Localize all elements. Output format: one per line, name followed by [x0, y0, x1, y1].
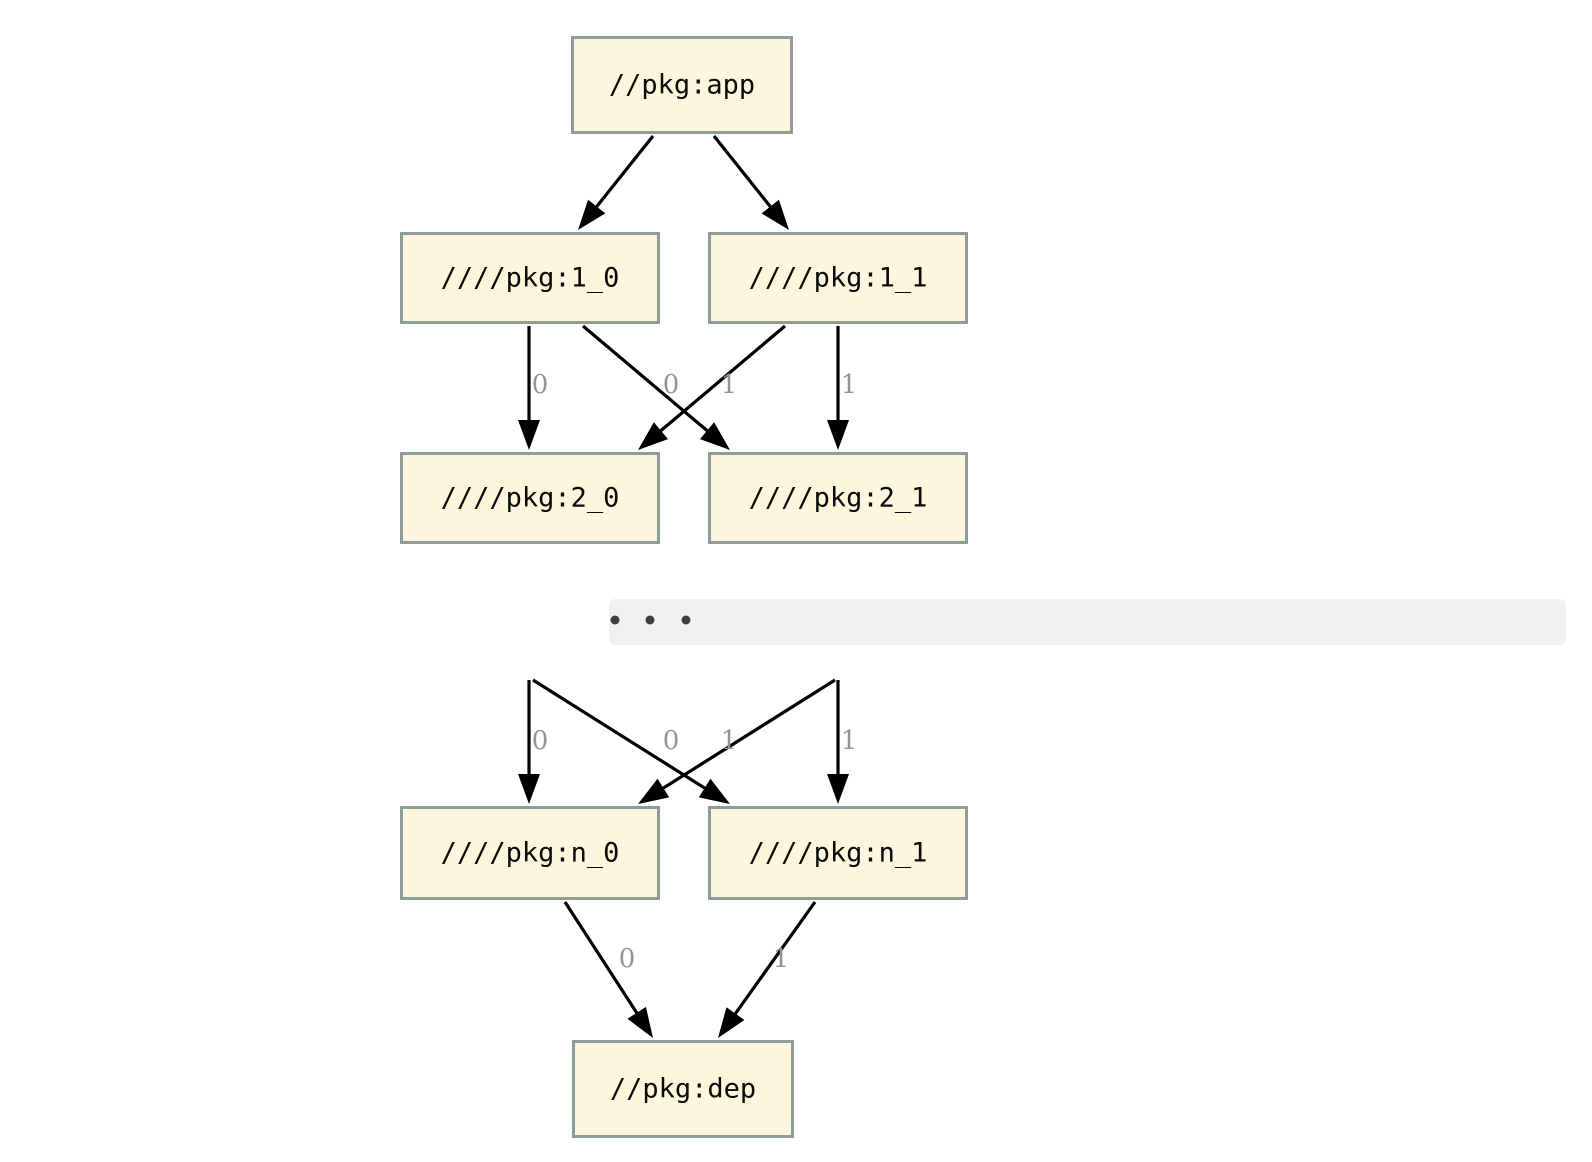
edge-label-1_1-2_1: 1: [841, 370, 858, 400]
node-label: ////pkg:2_0: [441, 483, 620, 514]
edge-arrowhead: [761, 199, 789, 230]
nodes-layer: //pkg:app ////pkg:1_0 ////pkg:1_1 ////pkg:2…: [400, 36, 968, 1138]
node-box[interactable]: [400, 806, 660, 900]
edge-arrowhead: [627, 1006, 653, 1038]
edge-nm1_1-n_0: 1: [638, 678, 836, 804]
edge-line: [730, 901, 817, 1020]
edge-line: [657, 678, 836, 793]
node-label: ////pkg:n_1: [749, 838, 928, 869]
edge-line: [532, 678, 711, 793]
node-box[interactable]: [708, 452, 968, 544]
edge-1_1-2_0: 1: [638, 324, 787, 450]
edge-line: [563, 901, 642, 1019]
edge-n_1-dep: 1: [718, 901, 817, 1038]
edge-arrowhead: [638, 778, 670, 804]
edge-arrowhead: [699, 422, 730, 450]
edge-1_1-2_1: 1: [827, 326, 857, 450]
edge-arrowhead: [718, 1007, 745, 1038]
edge-label-n_1-dep: 1: [773, 944, 790, 974]
edge-label-1_1-2_0: 1: [721, 370, 738, 400]
edge-label-nm1_1-n_0: 1: [721, 726, 738, 756]
edges-layer: 0 0 1 1 0 0 1 1 0 1: [518, 135, 857, 1038]
edge-nm1_1-n_1: 1: [827, 680, 857, 804]
node-n1_0[interactable]: ////pkg:1_0: [400, 232, 660, 324]
edge-nm1_0-n_1: 0: [532, 678, 730, 804]
node-label: ////pkg:2_1: [749, 483, 928, 514]
edge-app-1_0: [578, 135, 655, 230]
edge-n_0-dep: 0: [563, 901, 653, 1038]
edge-nm1_0-n_0: 0: [518, 680, 548, 804]
edge-line: [591, 135, 655, 213]
edge-line: [655, 324, 787, 436]
node-app[interactable]: //pkg:app: [571, 36, 793, 134]
ellipsis-band: [609, 599, 1566, 645]
node-box[interactable]: [572, 1040, 794, 1138]
node-label: ////pkg:1_1: [749, 263, 928, 294]
edge-arrowhead: [578, 199, 606, 230]
ellipsis-dot-1: [645, 615, 655, 625]
node-box[interactable]: [708, 806, 968, 900]
node-n2_1[interactable]: ////pkg:2_1: [708, 452, 968, 544]
edge-arrowhead: [827, 420, 849, 450]
node-box[interactable]: [708, 232, 968, 324]
edge-label-nm1_0-n_0: 0: [532, 726, 549, 756]
node-box[interactable]: [400, 232, 660, 324]
edge-line: [712, 135, 776, 213]
edge-1_0-2_0: 0: [518, 326, 548, 450]
node-dep[interactable]: //pkg:dep: [572, 1040, 794, 1138]
edge-label-nm1_0-n_1: 0: [663, 726, 680, 756]
node-nn_1[interactable]: ////pkg:n_1: [708, 806, 968, 900]
edge-arrowhead: [518, 774, 540, 804]
edge-label-1_0-2_0: 0: [532, 370, 549, 400]
edge-line: [581, 324, 713, 436]
node-label: ////pkg:n_0: [441, 838, 620, 869]
node-box[interactable]: [400, 452, 660, 544]
edge-1_0-2_1: 0: [581, 324, 730, 450]
edge-app-1_1: [712, 135, 789, 230]
edge-arrowhead: [827, 774, 849, 804]
ellipsis-separator: [609, 599, 1566, 645]
node-label: ////pkg:1_0: [441, 263, 620, 294]
node-label: //pkg:app: [609, 70, 755, 101]
node-nn_0[interactable]: ////pkg:n_0: [400, 806, 660, 900]
node-box[interactable]: [571, 36, 793, 134]
node-label: //pkg:dep: [610, 1074, 756, 1105]
node-n2_0[interactable]: ////pkg:2_0: [400, 452, 660, 544]
edge-arrowhead: [638, 422, 669, 450]
edge-label-n_0-dep: 0: [619, 944, 636, 974]
ellipsis-dot-0: [610, 615, 620, 625]
ellipsis-dot-2: [681, 615, 691, 625]
edge-label-nm1_1-n_1: 1: [841, 726, 858, 756]
edge-arrowhead: [698, 778, 730, 804]
node-n1_1[interactable]: ////pkg:1_1: [708, 232, 968, 324]
edge-label-1_0-2_1: 0: [663, 370, 680, 400]
edge-arrowhead: [518, 420, 540, 450]
